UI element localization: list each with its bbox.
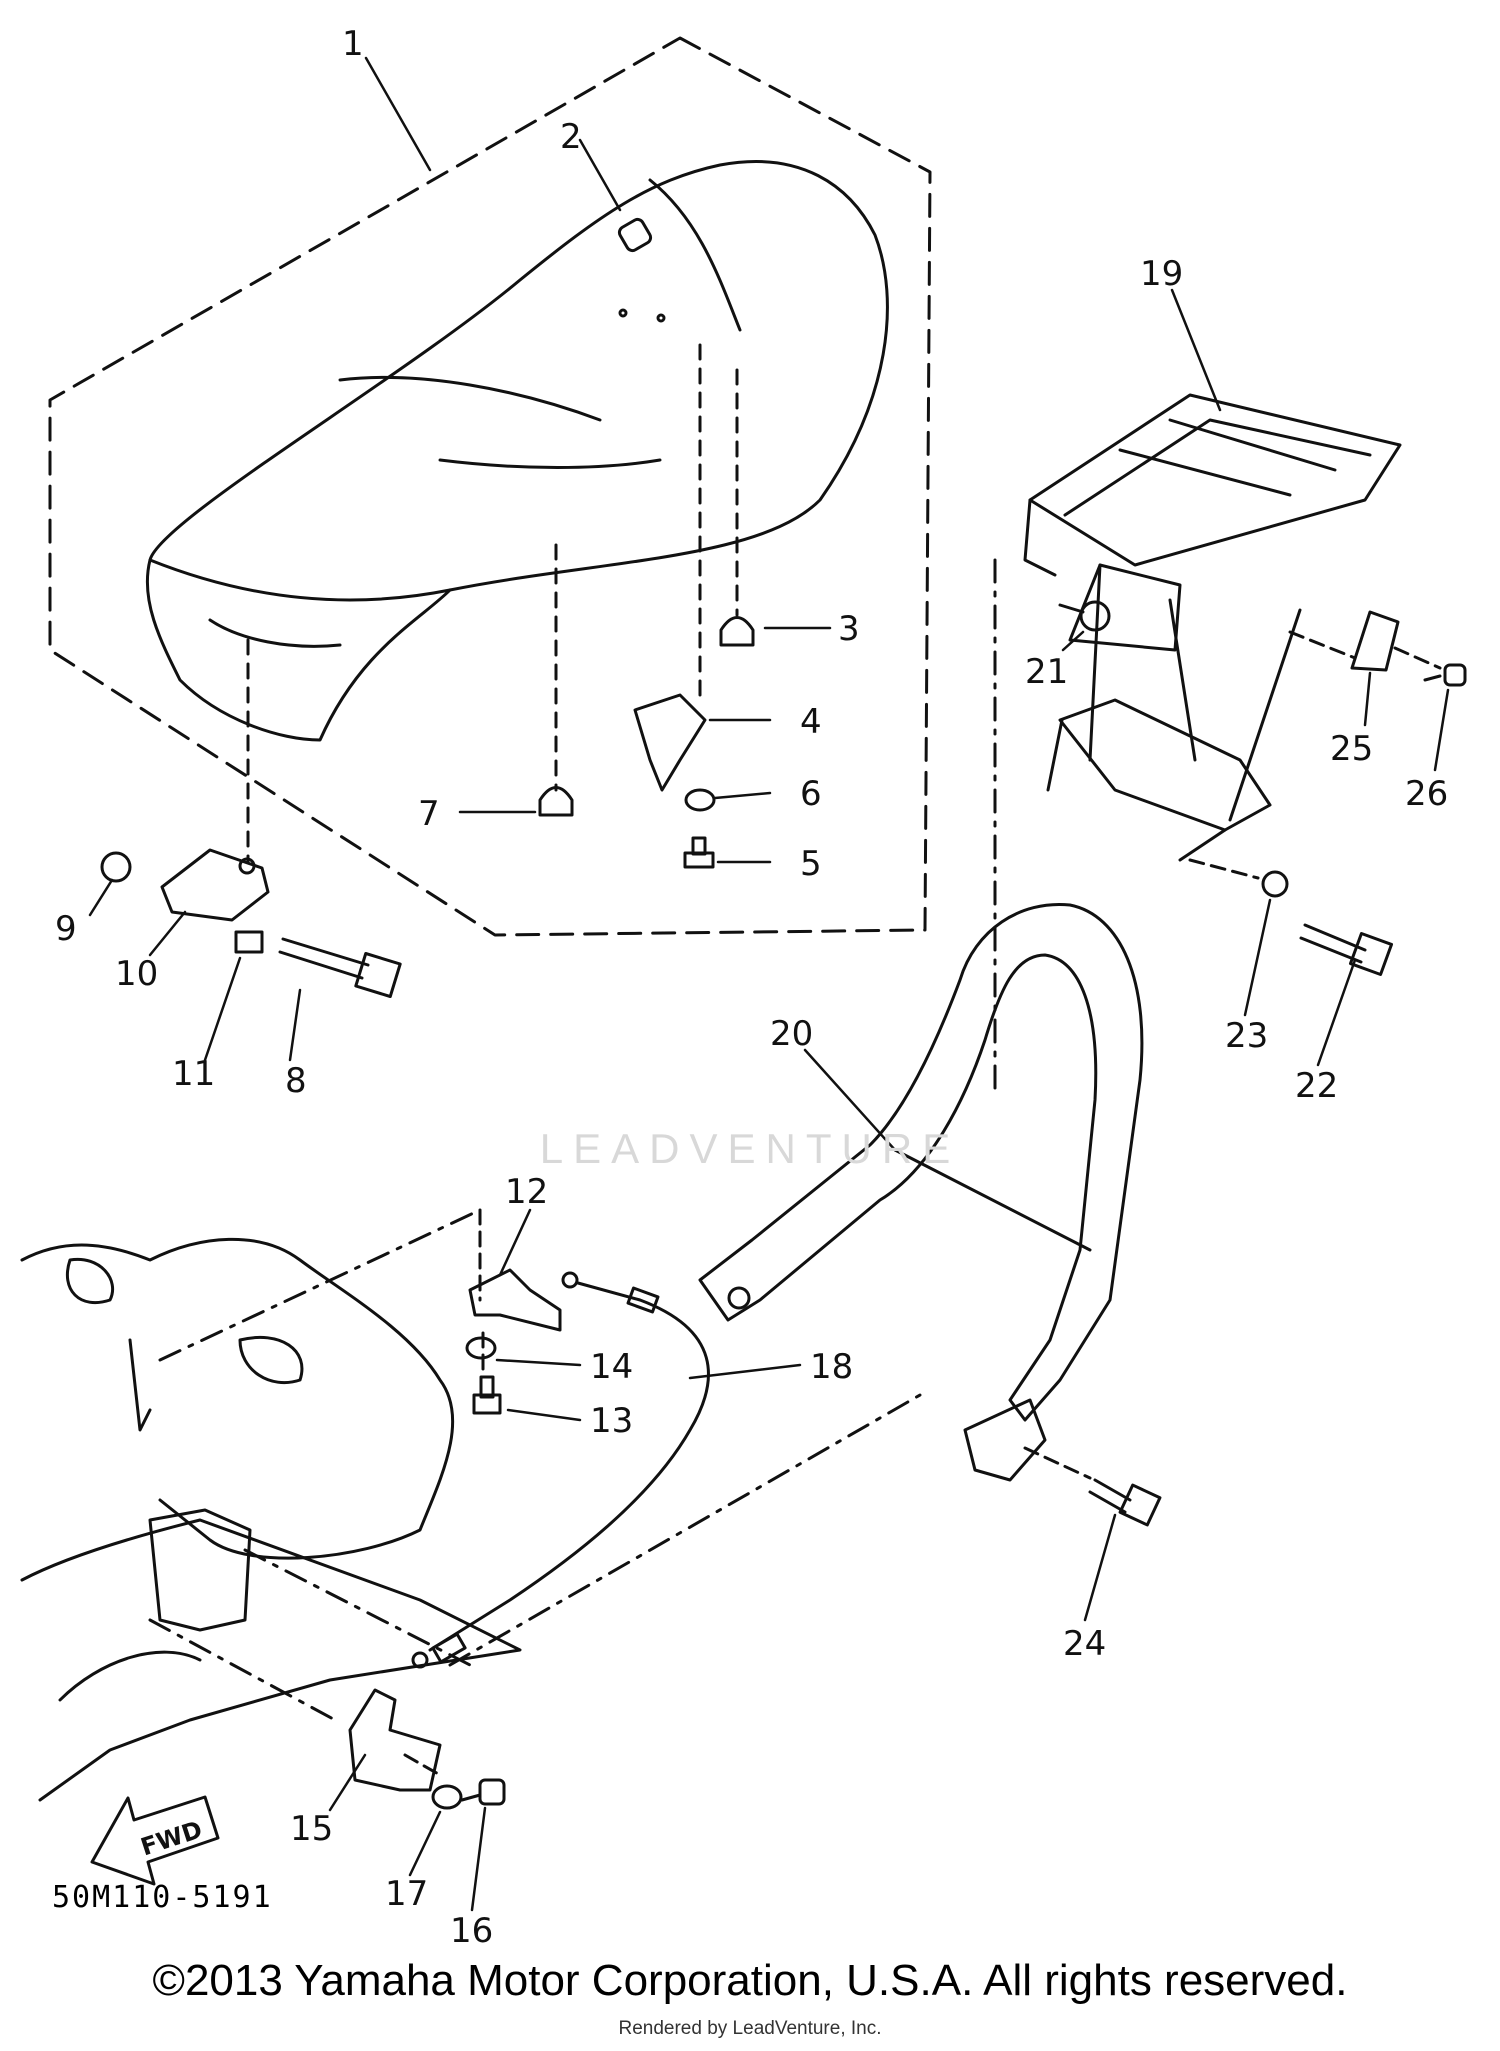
rendered-by-notice: Rendered by LeadVenture, Inc.	[618, 2018, 882, 2039]
part-24-bolt	[1088, 1478, 1162, 1527]
callout-17: 17	[385, 1874, 428, 1914]
callout-24: 24	[1063, 1624, 1106, 1664]
part-7-damper	[538, 786, 574, 817]
watermark: LEADVENTURE	[539, 1125, 961, 1172]
callout-15: 15	[290, 1809, 333, 1849]
part-23-washer	[1261, 870, 1289, 898]
callout-6: 6	[800, 774, 822, 814]
part-25-bracket	[1350, 610, 1400, 672]
callout-10: 10	[115, 954, 158, 994]
frame-section	[20, 1237, 522, 1802]
part-22-bolt	[1299, 923, 1394, 977]
callout-13: 13	[590, 1401, 633, 1441]
part-19-carrier	[1023, 393, 1402, 862]
part-4-bracket	[633, 693, 707, 792]
diagram-code: 50M110-5191	[52, 1880, 273, 1915]
callout-12: 12	[505, 1172, 548, 1212]
part-11-collar	[234, 930, 264, 954]
part-15-lock-plate	[348, 1688, 442, 1792]
part-26-screw	[1423, 663, 1467, 687]
part-20-grab-bar	[698, 902, 1144, 1482]
fwd-arrow-icon	[90, 1795, 220, 1886]
seat-body	[145, 160, 889, 742]
callout-20: 20	[770, 1014, 813, 1054]
part-21-bolt	[1058, 600, 1111, 632]
callout-19: 19	[1140, 254, 1183, 294]
seat-assembly-frame	[48, 36, 932, 937]
copyright-notice: ©2013 Yamaha Motor Corporation, U.S.A. A…	[152, 1956, 1348, 2005]
callout-4: 4	[800, 702, 822, 742]
part-17-washer	[431, 1784, 463, 1810]
callout-1: 1	[342, 24, 364, 64]
part-5-bolt	[683, 836, 715, 869]
callout-26: 26	[1405, 774, 1448, 814]
callout-23: 23	[1225, 1016, 1268, 1056]
part-13-bolt	[472, 1375, 502, 1415]
callout-22: 22	[1295, 1066, 1338, 1106]
callout-18: 18	[810, 1347, 853, 1387]
callout-16: 16	[450, 1911, 493, 1951]
part-2-hook	[617, 217, 653, 253]
part-14-washer	[465, 1336, 497, 1360]
callout-14: 14	[590, 1347, 633, 1387]
part-16-screw	[460, 1778, 506, 1806]
callout-2: 2	[560, 117, 582, 157]
part-8-bolt	[278, 937, 402, 999]
part-10-hinge-plate	[160, 848, 270, 922]
callout-8: 8	[285, 1061, 307, 1101]
callout-7: 7	[418, 794, 440, 834]
part-3-damper	[719, 616, 755, 647]
part-6-collar	[684, 788, 716, 812]
callout-9: 9	[55, 909, 77, 949]
part-12-latch	[468, 1268, 562, 1332]
part-18-cable	[411, 1271, 710, 1669]
callout-3: 3	[838, 609, 860, 649]
callout-21: 21	[1025, 652, 1068, 692]
callout-11: 11	[172, 1054, 215, 1094]
callout-5: 5	[800, 844, 822, 884]
callout-25: 25	[1330, 729, 1373, 769]
part-9-nut	[100, 851, 132, 883]
